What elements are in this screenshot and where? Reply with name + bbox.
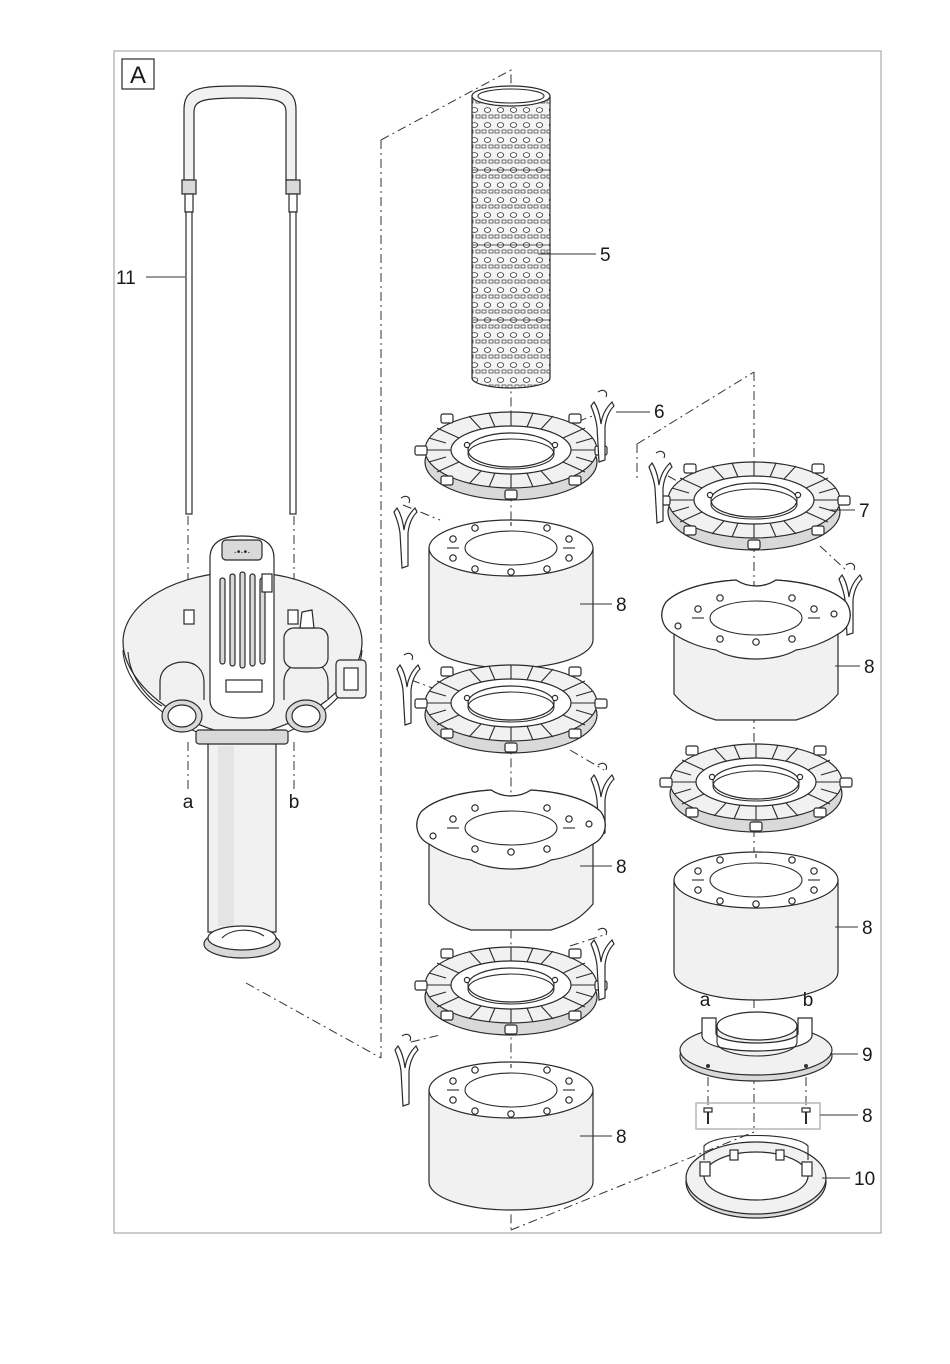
base-plate-part-9 bbox=[680, 1012, 832, 1081]
figure-tag: A bbox=[130, 62, 146, 89]
screws-part-8 bbox=[696, 1103, 820, 1129]
connector-a-left: a bbox=[183, 792, 194, 813]
filter-grid-ring-right-upper bbox=[658, 462, 850, 550]
connector-b-left: b bbox=[289, 792, 300, 813]
filter-grid-ring-middle bbox=[415, 665, 607, 753]
foam-disc-round-1 bbox=[429, 520, 593, 668]
callout-8-lobed-left: 8 bbox=[616, 857, 627, 878]
locking-clip bbox=[394, 496, 417, 568]
locking-clip bbox=[395, 1034, 418, 1106]
perforated-tube-part-5 bbox=[472, 86, 550, 388]
callout-8-round-right: 8 bbox=[862, 918, 873, 939]
callout-8-round-lower: 8 bbox=[616, 1127, 627, 1148]
locking-clip bbox=[397, 653, 420, 725]
foam-disc-round-3 bbox=[674, 852, 838, 1000]
brand-emblem: ·•·•· bbox=[234, 547, 251, 558]
mounting-ring-part-10 bbox=[686, 1136, 826, 1219]
callout-10: 10 bbox=[854, 1169, 875, 1190]
filter-head-housing: ·•·•· bbox=[123, 536, 366, 958]
callout-5: 5 bbox=[600, 245, 611, 266]
callout-11: 11 bbox=[116, 268, 136, 289]
callout-8-screws: 8 bbox=[862, 1106, 873, 1127]
callout-7: 7 bbox=[859, 501, 870, 522]
callout-6: 6 bbox=[654, 402, 665, 423]
filter-grid-ring-upper bbox=[415, 412, 607, 500]
callout-8-lobed-right: 8 bbox=[864, 657, 875, 678]
foam-disc-lobed-1 bbox=[417, 790, 605, 930]
foam-disc-round-2 bbox=[429, 1062, 593, 1210]
connector-b-right: b bbox=[803, 990, 814, 1011]
foam-disc-lobed-2 bbox=[662, 580, 850, 720]
filter-grid-ring-right-lower bbox=[660, 744, 852, 832]
connector-a-right: a bbox=[700, 990, 711, 1011]
handle-rods-part-11 bbox=[182, 86, 300, 514]
callout-9: 9 bbox=[862, 1045, 873, 1066]
filter-grid-ring-lower bbox=[415, 947, 607, 1035]
callout-8-round-upper: 8 bbox=[616, 595, 627, 616]
